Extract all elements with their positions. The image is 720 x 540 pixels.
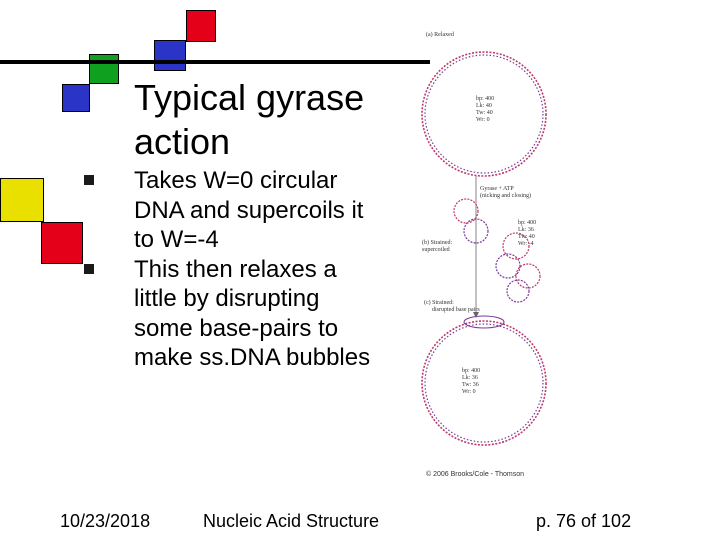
figure-label-relaxed: (a) Relaxed [426, 31, 454, 38]
figure-stat: Tw: 40 [518, 234, 535, 240]
bullet-marker-icon [84, 175, 94, 185]
supercoiled-dna [453, 198, 541, 303]
figure-label-disrupted: (c) Strained: [424, 299, 454, 306]
bullet-text: This then relaxes a little by disrupting… [134, 255, 371, 372]
figure-stat: bp: 400 [476, 96, 494, 102]
figure-label-supercoiled: (b) Strained: [422, 239, 452, 246]
relaxed-dna-circle [421, 51, 547, 177]
bullet-marker-icon [84, 263, 94, 274]
figure-label-supercoiled: supercoiled [422, 247, 450, 253]
bullet-item: Takes W=0 circular DNA and supercoils it… [58, 166, 378, 255]
dna-supercoiling-figure: (a) Relaxed bp: 400 Lk: 40 Tw: 40 Wr: 0 … [421, 31, 547, 478]
figure-stat: Wr: 0 [476, 117, 490, 123]
decorative-blue-square-top [154, 40, 186, 71]
gyrase-note: (nicking and closing) [480, 192, 531, 199]
figure-stat: Tw: 40 [476, 110, 493, 116]
figure-stat: Lk: 40 [476, 103, 492, 109]
figure-copyright: © 2006 Brooks/Cole - Thomson [426, 470, 524, 478]
figure-stat: bp: 400 [518, 220, 536, 226]
bullet-text: Takes W=0 circular DNA and supercoils it… [134, 167, 364, 253]
figure-stat: Wr: -4 [518, 241, 534, 247]
decorative-yellow-square [0, 178, 44, 222]
figure-label-disrupted: disrupted base pairs [432, 307, 480, 313]
bullet-item: This then relaxes a little by disrupting… [58, 255, 378, 373]
bullet-list: Takes W=0 circular DNA and supercoils it… [58, 166, 378, 373]
header-rule-line [0, 60, 430, 64]
slide-title: Typical gyrase action [134, 77, 365, 162]
decorative-red-square-top [186, 10, 216, 42]
footer-date: 10/23/2018 [60, 511, 151, 531]
gyrase-note: Gyrase + ATP [480, 186, 514, 192]
disrupted-dna-circle [421, 315, 547, 446]
ssdna-bubble [463, 315, 505, 329]
arrow-down-icon [473, 312, 479, 318]
figure-stat: Tw: 36 [462, 382, 479, 388]
decorative-red-square-left [41, 222, 83, 264]
decorative-green-square [89, 54, 119, 84]
figure-stat: Lk: 36 [462, 375, 478, 381]
figure-stat: Lk: 36 [518, 227, 534, 233]
footer-page-number: p. 76 of 102 [536, 511, 632, 531]
figure-stat: bp: 400 [462, 368, 480, 374]
decorative-blue-square-mid [62, 84, 90, 112]
footer-title: Nucleic Acid Structure [203, 511, 380, 531]
figure-stat: Wr: 0 [462, 389, 476, 395]
